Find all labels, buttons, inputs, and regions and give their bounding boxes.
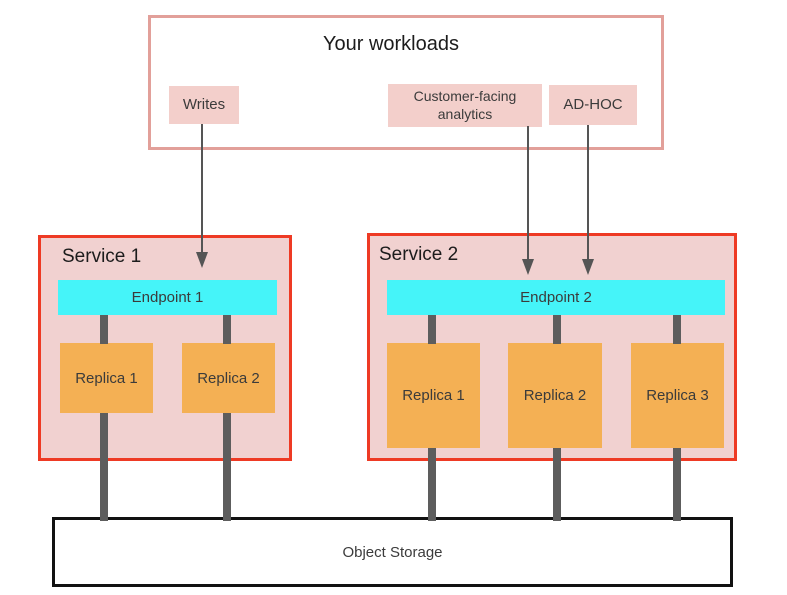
workloads-box: Your workloads Writes Customer-facing an… <box>148 15 664 150</box>
workloads-title: Your workloads <box>322 33 459 55</box>
arrow-shaft <box>201 124 203 252</box>
service-1-replica-2: Replica 2 <box>182 343 275 413</box>
service-2-title: Service 2 <box>379 244 459 265</box>
connector-s2-endpoint-replica1 <box>428 315 436 344</box>
service-2-replica-1: Replica 1 <box>387 343 480 448</box>
connector-s1-replica1-storage <box>100 413 108 521</box>
service-1-replica-1: Replica 1 <box>60 343 153 413</box>
connector-s2-replica2-storage <box>553 448 561 521</box>
connector-s1-replica2-storage <box>223 413 231 521</box>
arrow-shaft <box>527 126 529 259</box>
service-2-box: Service 2 Endpoint 2 Replica 1 Replica 2… <box>367 233 737 461</box>
service-2-replica-3: Replica 3 <box>631 343 724 448</box>
service-2-endpoint: Endpoint 2 <box>387 280 725 315</box>
arrow-head-icon <box>582 259 594 275</box>
connector-s1-endpoint-replica2 <box>223 315 231 344</box>
arrow-head-icon <box>522 259 534 275</box>
connector-s2-replica1-storage <box>428 448 436 521</box>
connector-s2-replica3-storage <box>673 448 681 521</box>
service-1-title: Service 1 <box>62 246 142 267</box>
connector-s2-endpoint-replica2 <box>553 315 561 344</box>
arrow-shaft <box>587 125 589 259</box>
workload-ad-hoc: AD-HOC <box>549 85 637 125</box>
arrow-head-icon <box>196 252 208 268</box>
service-2-replica-2: Replica 2 <box>508 343 602 448</box>
workload-customer-facing-analytics: Customer-facing analytics <box>388 84 542 127</box>
workload-writes: Writes <box>169 86 239 124</box>
service-1-box: Service 1 Endpoint 1 Replica 1 Replica 2 <box>38 235 292 461</box>
connector-s1-endpoint-replica1 <box>100 315 108 344</box>
object-storage-label: Object Storage <box>342 543 443 561</box>
connector-s2-endpoint-replica3 <box>673 315 681 344</box>
object-storage-box: Object Storage <box>52 517 733 587</box>
service-1-endpoint: Endpoint 1 <box>58 280 277 315</box>
